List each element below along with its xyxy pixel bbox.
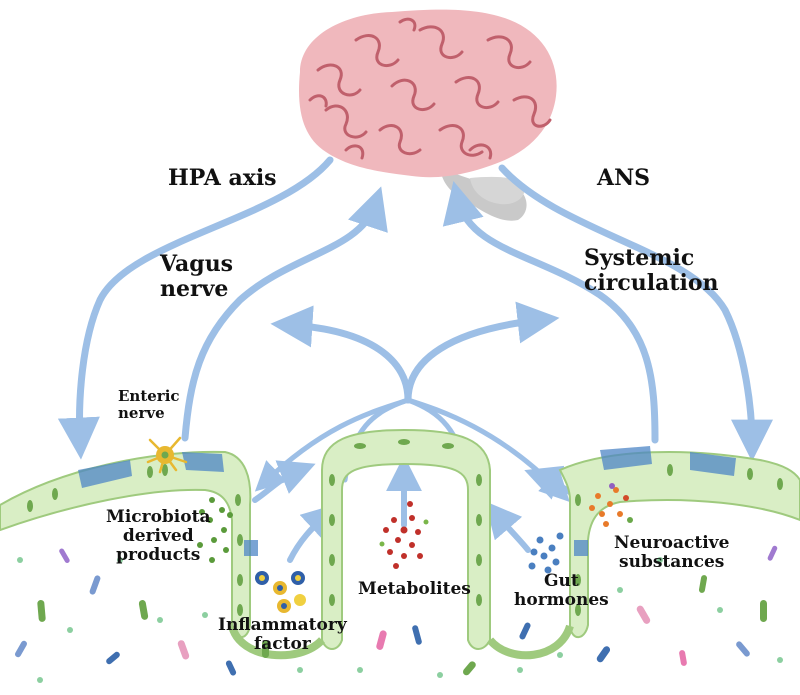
systemic-circulation-label: Systemic circulation bbox=[584, 245, 719, 296]
neuroactive-substances-label: Neuroactive substances bbox=[614, 533, 730, 573]
arrow-microbiota bbox=[252, 460, 316, 503]
brain-illustration bbox=[299, 9, 557, 221]
arrow-inflammatory bbox=[287, 503, 339, 563]
cell-nuclei bbox=[27, 439, 783, 616]
microbiota-products-dots bbox=[197, 497, 233, 563]
metabolites-label: Metabolites bbox=[358, 579, 471, 599]
epithelium-left bbox=[0, 450, 252, 639]
cerebrum bbox=[299, 9, 557, 178]
microbiota-products-label: Microbiota derived products bbox=[106, 507, 211, 566]
arrow-up-right bbox=[404, 301, 560, 404]
neuroactive-substance-dots bbox=[589, 483, 633, 527]
intestinal-epithelium bbox=[0, 428, 800, 660]
epithelium-villus bbox=[321, 428, 491, 650]
metabolite-dots bbox=[383, 501, 423, 569]
metabolite-green-bits bbox=[379, 519, 429, 547]
hpa-axis-label: HPA axis bbox=[168, 165, 277, 191]
arrow-systemic-circulation bbox=[442, 180, 659, 444]
lumen-particles bbox=[17, 557, 783, 683]
ans-label: ANS bbox=[597, 165, 651, 191]
inflammatory-factor-cells bbox=[255, 571, 306, 613]
arrow-gut-hormones bbox=[485, 501, 531, 553]
arrow-vagus-nerve bbox=[181, 186, 388, 442]
enteric-neuron bbox=[146, 436, 188, 474]
gut-hormones-label: Gut hormones bbox=[514, 571, 609, 611]
crypt-bottom-left bbox=[228, 624, 325, 660]
gut-hormone-dots bbox=[528, 532, 564, 574]
inflammatory-factor-label: Inflammatory factor bbox=[218, 615, 347, 655]
crypt-bottom-right bbox=[486, 624, 574, 660]
cerebellum bbox=[470, 176, 525, 205]
vagus-nerve-label: Vagus nerve bbox=[160, 251, 234, 302]
epithelium-blue-patches bbox=[78, 446, 736, 556]
brain-folds bbox=[308, 17, 552, 160]
arrow-ans bbox=[498, 164, 773, 462]
arrow-hpa-axis bbox=[57, 156, 334, 460]
gut-bacteria bbox=[15, 545, 778, 676]
arrow-up-left bbox=[270, 305, 412, 404]
enteric-nerve-label: Enteric nerve bbox=[118, 387, 180, 422]
